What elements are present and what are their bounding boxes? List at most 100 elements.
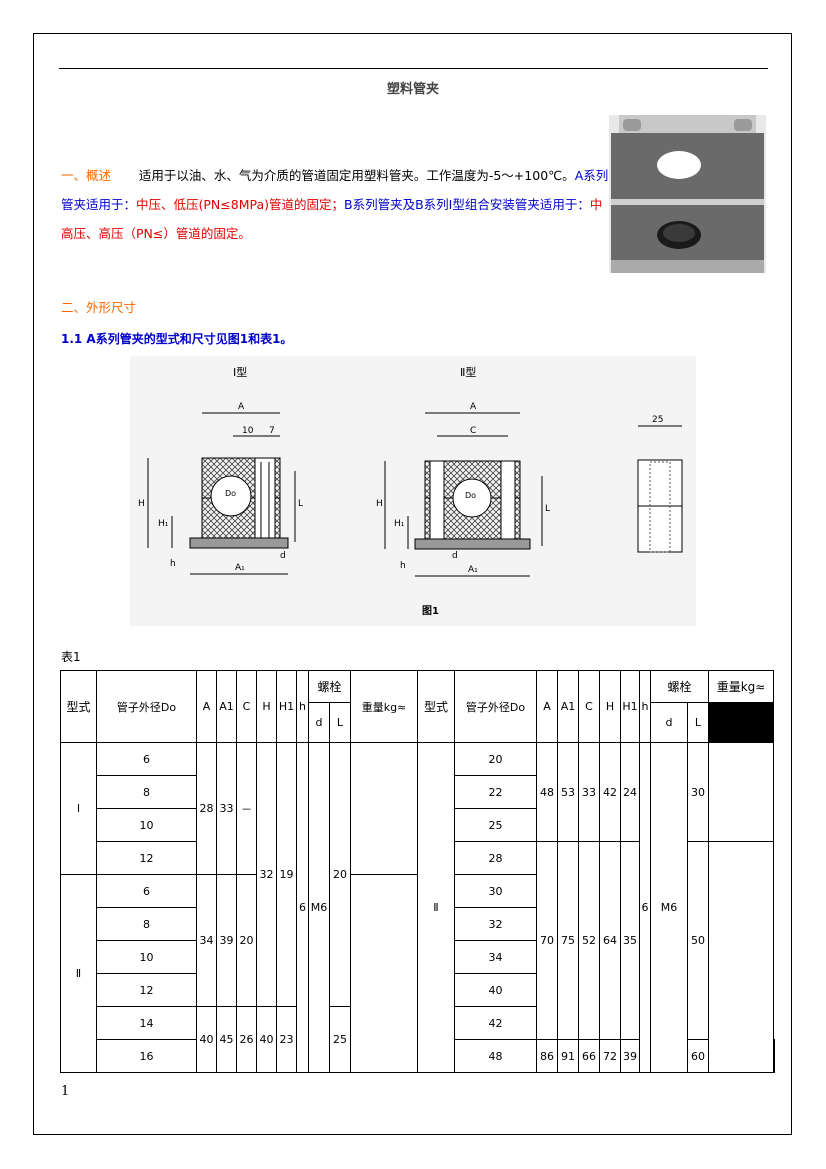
header-h: H — [256, 670, 277, 743]
type-2-drawing: Do A C H H₁ h L A₁ d — [376, 402, 550, 577]
table-cell: 50 — [687, 841, 709, 1040]
table-cell: 60 — [687, 1039, 709, 1073]
header-bolt: 螺栓 — [308, 670, 351, 703]
table-cell: － — [236, 742, 257, 875]
header-c-2: C — [578, 670, 600, 743]
type-2-label: Ⅱ型 — [460, 365, 476, 379]
table-cell: 86 — [536, 1039, 558, 1073]
header-small-h: h — [296, 670, 309, 743]
table-cell: 35 — [620, 841, 640, 1040]
page-border — [33, 33, 792, 1135]
dim-small-h: h — [170, 559, 176, 569]
table-cell: 66 — [578, 1039, 600, 1073]
table-cell: 22 — [454, 775, 537, 809]
header-h1-2: H1 — [620, 670, 640, 743]
header-do-2: 管子外径Do — [454, 670, 537, 743]
table-cell: 32 — [256, 742, 277, 1007]
dim-a1: A₁ — [235, 563, 245, 573]
table-cell: 19 — [276, 742, 297, 1007]
table-cell: 72 — [599, 1039, 621, 1073]
section-heading-dimensions: 二、外形尺寸 — [61, 300, 137, 315]
table-cell — [350, 874, 418, 1073]
table-cell — [708, 742, 774, 842]
table-cell: 8 — [96, 907, 197, 941]
table-cell: 42 — [454, 1006, 537, 1040]
overview-text: 适用于以油、水、气为介质的管道固定用塑料管夹。工作温度为-5～+100℃。 — [138, 168, 575, 183]
header-l: L — [329, 702, 351, 743]
header-a1: A1 — [216, 670, 237, 743]
page-title: 塑料管夹 — [386, 82, 439, 97]
dim-l: L — [298, 499, 303, 509]
table-cell: 64 — [599, 841, 621, 1040]
header-d-2: d — [650, 702, 688, 743]
table-cell: 70 — [536, 841, 558, 1040]
table-cell: 30 — [687, 742, 709, 842]
header-type: 型式 — [60, 670, 97, 743]
overview-paragraph: 一、概述 适用于以油、水、气为介质的管道固定用塑料管夹。工作温度为-5～+100… — [61, 161, 609, 248]
table-cell: 34 — [454, 940, 537, 974]
table-cell: 53 — [557, 742, 579, 842]
header-a: A — [196, 670, 217, 743]
table-cell: 10 — [96, 808, 197, 842]
table-cell: 20 — [329, 742, 351, 1007]
dim-l-2: L — [545, 504, 550, 514]
header-h1: H1 — [276, 670, 297, 743]
dim-h-2: H — [376, 499, 383, 509]
table-cell: 6 — [296, 742, 309, 1073]
table-cell: 14 — [96, 1006, 197, 1040]
figure-1-drawing: Ⅰ型 Ⅱ型 Do A 10 7 H H₁ h L A₁ d Do — [130, 356, 696, 626]
table-cell: 20 — [454, 742, 537, 776]
table-cell: 24 — [620, 742, 640, 842]
table-cell: 34 — [196, 874, 217, 1007]
header-a1-2: A1 — [557, 670, 579, 743]
overview-b-pressure: 中高压、高压（PN≤）管道的固定。 — [61, 197, 603, 241]
table-cell: M6 — [650, 742, 688, 1073]
table-cell: 6 — [96, 742, 197, 776]
table-cell — [708, 841, 774, 1073]
header-l-2: L — [687, 702, 709, 743]
table-cell: 75 — [557, 841, 579, 1040]
header-do: 管子外径Do — [96, 670, 197, 743]
pipe-clamp-photo — [609, 115, 766, 273]
overview-label: 一、概述 — [61, 168, 112, 183]
table-cell: 32 — [454, 907, 537, 941]
table-cell: 52 — [578, 841, 600, 1040]
table-cell: 23 — [276, 1006, 297, 1073]
header-small-h-2: h — [639, 670, 651, 743]
dim-h1-2: H₁ — [394, 519, 405, 529]
table-cell: 6 — [96, 874, 197, 908]
table-cell — [773, 1039, 775, 1073]
table-cell: 91 — [557, 1039, 579, 1073]
table-caption: 表1 — [61, 650, 81, 664]
table-cell — [350, 742, 418, 875]
spec-table-wrapper: 型式 管子外径Do A A1 C H H1 h 螺栓 重量kg≈ 型式 管子外径… — [60, 670, 775, 1073]
dim-do: Do — [225, 489, 236, 498]
page-number: 1 — [61, 1084, 70, 1099]
header-d: d — [308, 702, 330, 743]
table-cell: 42 — [599, 742, 621, 842]
dim-25: 25 — [652, 415, 663, 425]
overview-a-series: A系列管夹适用于： — [61, 168, 609, 212]
header-weight: 重量kg≈ — [350, 670, 418, 743]
table-cell: 20 — [236, 874, 257, 1007]
overview-b-series: B系列管夹及B系列Ⅰ型组合安装管夹适用于： — [344, 197, 590, 212]
dim-10: 10 — [242, 426, 254, 436]
table-cell: 40 — [256, 1006, 277, 1073]
dim-d-2: d — [452, 551, 458, 561]
table-cell: 8 — [96, 775, 197, 809]
type-1-label: Ⅰ型 — [233, 365, 247, 379]
dim-small-h-2: h — [400, 561, 406, 571]
side-view-drawing: 25 — [637, 415, 683, 553]
dim-d: d — [280, 551, 286, 561]
left-type-2: Ⅱ — [60, 874, 97, 1073]
header-rule — [59, 68, 768, 69]
overview-a-pressure: 中压、低压(PN≤8MPa)管道的固定； — [136, 197, 345, 212]
blacked-out-cell — [708, 702, 774, 743]
dim-7: 7 — [269, 426, 275, 436]
table-cell: 33 — [216, 742, 237, 875]
header-a-2: A — [536, 670, 558, 743]
table-cell: 16 — [96, 1039, 197, 1073]
header-type-2: 型式 — [417, 670, 455, 743]
table-cell: 30 — [454, 874, 537, 908]
table-cell: 28 — [454, 841, 537, 875]
